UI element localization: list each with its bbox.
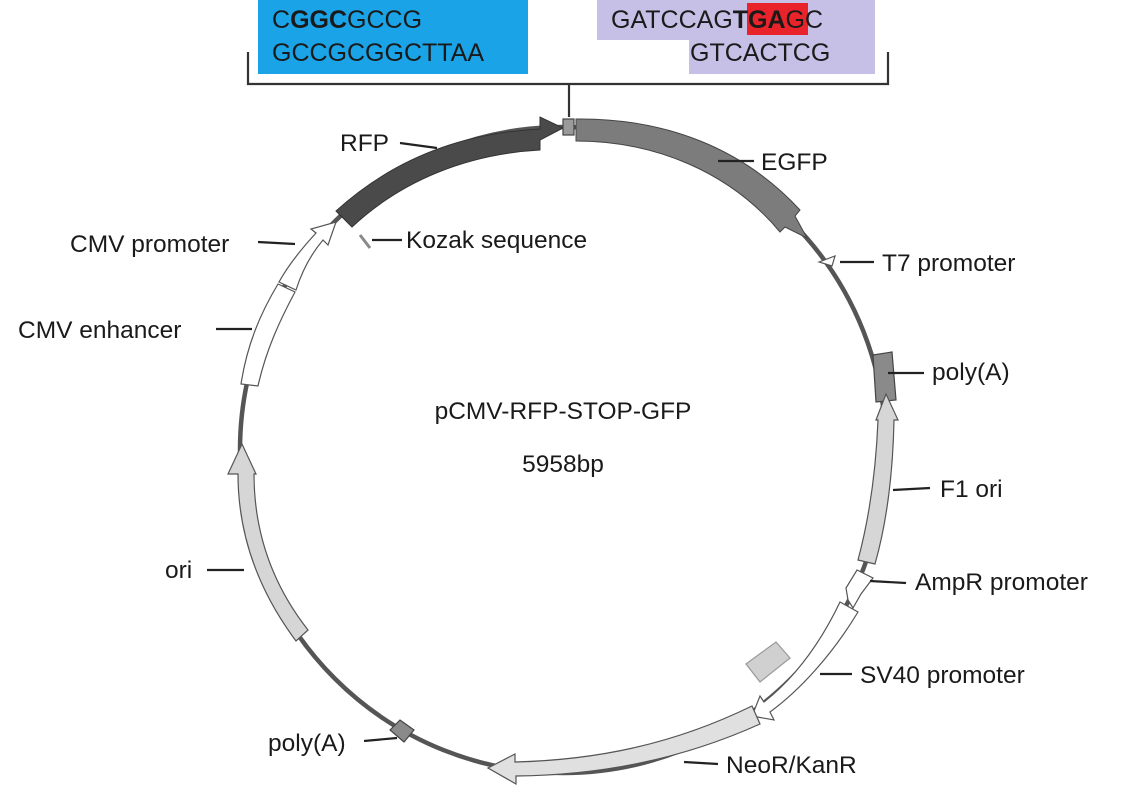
right-sequence-box-bottom	[689, 40, 875, 74]
t7-promoter-arrow	[817, 255, 836, 267]
junction-marker	[562, 118, 575, 136]
plasmid-size: 5958bp	[522, 451, 604, 478]
label-cmv-enhancer: CMV enhancer	[18, 317, 181, 344]
cmv-enhancer-block	[240, 283, 296, 387]
label-kozak: Kozak sequence	[406, 227, 587, 254]
cmv-promoter-arrow	[278, 221, 337, 291]
leader-f1-ori	[892, 486, 931, 492]
ori-arrow	[227, 442, 309, 642]
neor-kanr-arrow	[486, 705, 761, 786]
left-sequence-bottom: GCCGCGGCTTAA	[272, 39, 484, 67]
label-t7-promoter: T7 promoter	[882, 250, 1015, 277]
right-sequence-box-top	[597, 0, 875, 40]
leader-neor	[683, 760, 719, 766]
polya-right-block	[872, 351, 897, 403]
label-polya-right: poly(A)	[932, 359, 1010, 386]
right-sequence-bottom: GTCACTCG	[690, 39, 830, 67]
label-rfp: RFP	[340, 130, 389, 157]
left-sequence-top: CGGCGCCG	[272, 6, 422, 34]
f1-ori-arrow	[857, 392, 899, 565]
leader-cmv-promoter	[257, 240, 296, 246]
egfp-arrow	[575, 118, 809, 240]
polya-left-block	[389, 719, 415, 743]
leader-ampr	[869, 579, 907, 585]
label-polya-left: poly(A)	[268, 730, 346, 757]
label-neor-kanr: NeoR/KanR	[726, 752, 857, 779]
ampr-promoter-arrow	[845, 569, 874, 610]
kozak-marker	[358, 234, 372, 249]
label-sv40-promoter: SV40 promoter	[860, 662, 1025, 689]
label-ori: ori	[165, 557, 192, 584]
label-egfp: EGFP	[761, 149, 828, 176]
left-sequence-box	[258, 0, 528, 74]
sv40-promoter-arrow	[751, 601, 859, 721]
plasmid-name: pCMV-RFP-STOP-GFP	[435, 398, 692, 425]
inner-feature-block	[745, 641, 791, 683]
label-cmv-promoter: CMV promoter	[70, 231, 229, 258]
label-f1-ori: F1 ori	[940, 476, 1003, 503]
right-sequence-top: GATCCAGTGAGC	[611, 6, 823, 34]
label-ampr-promoter: AmpR promoter	[915, 569, 1088, 596]
leader-polya-left	[363, 736, 398, 743]
stop-codon-highlight	[747, 3, 808, 35]
leader-rfp	[399, 141, 438, 150]
